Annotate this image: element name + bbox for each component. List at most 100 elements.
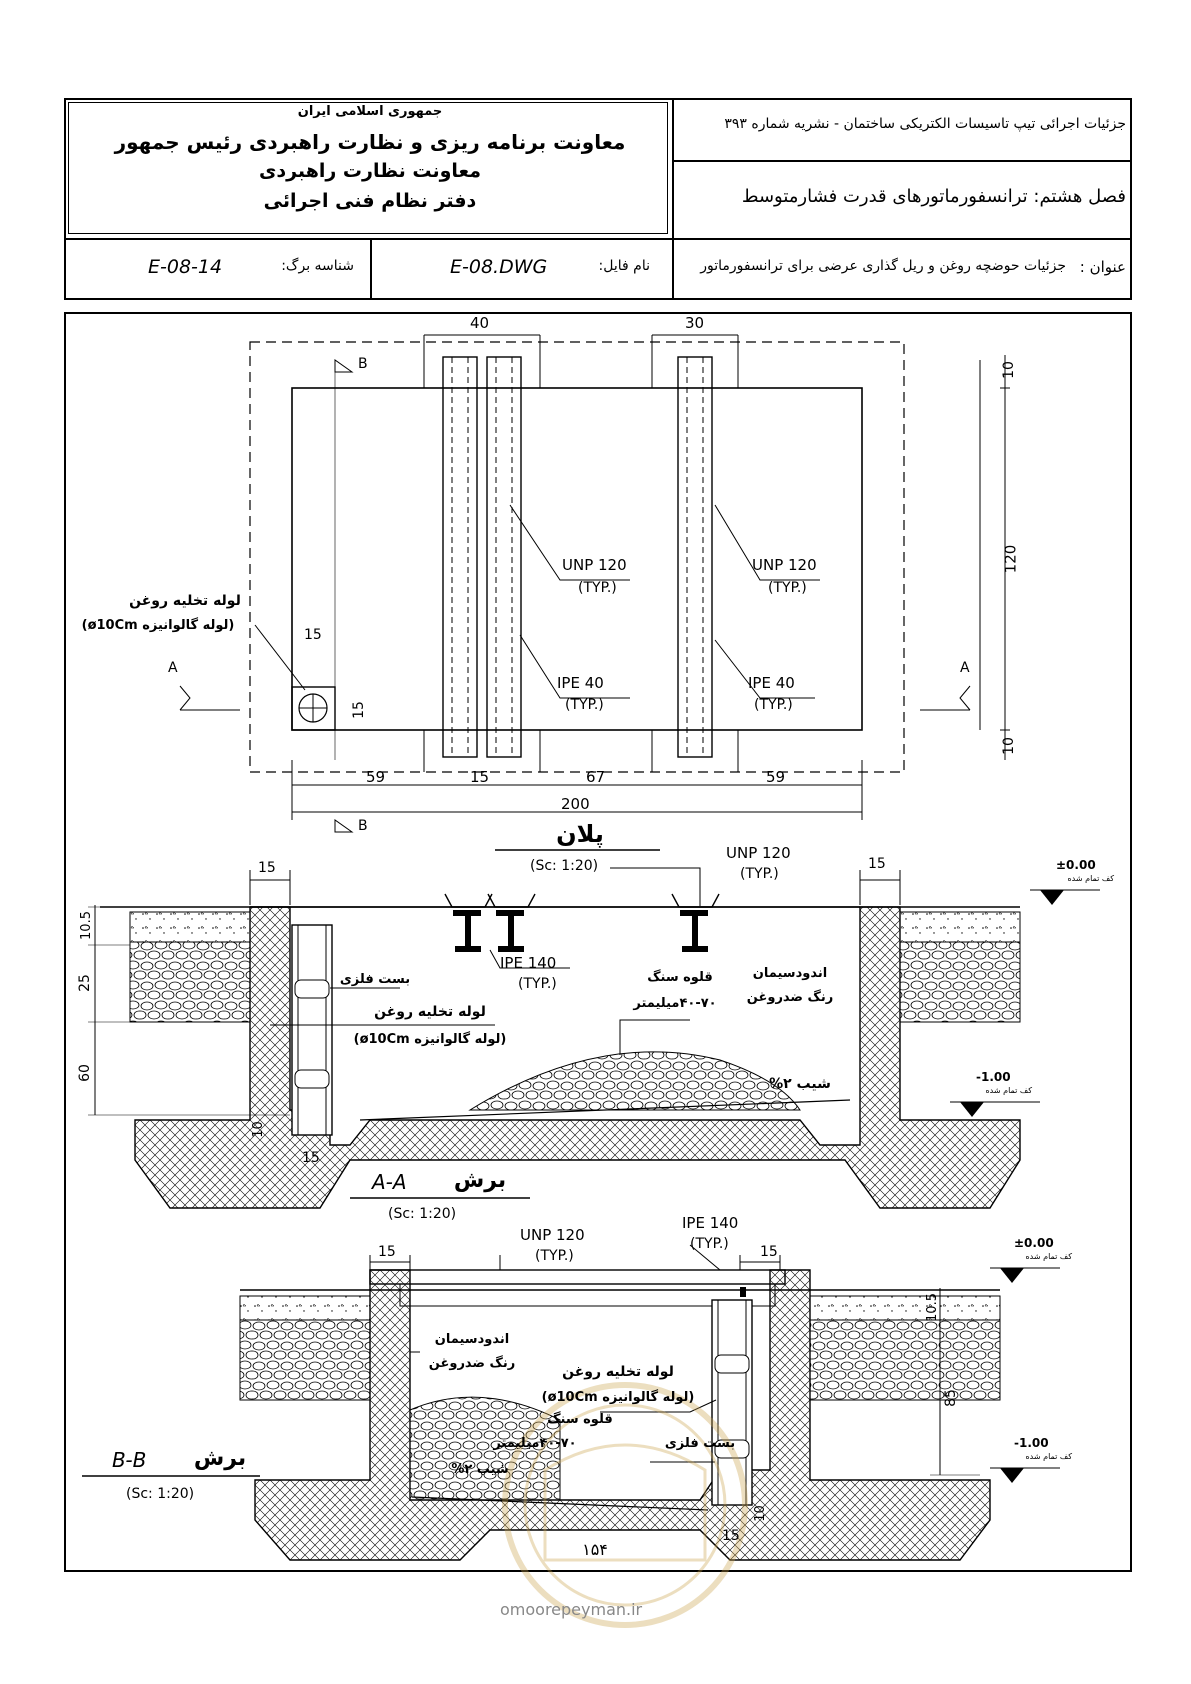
bb-dim-15-bottom: 15	[722, 1528, 740, 1544]
plan-title: پلان	[556, 820, 604, 848]
aa-level-0-note: کف تمام شده	[1067, 874, 1114, 883]
bb-unp-label: UNP 120	[520, 1226, 585, 1244]
header-divider-v	[672, 98, 674, 300]
plan-dim-30: 30	[685, 314, 705, 332]
aa-dim-60: 60	[76, 1064, 93, 1082]
aa-dim-15-right: 15	[868, 856, 886, 872]
bb-level-0: ±0.00	[1014, 1236, 1054, 1250]
plan-section-b-top: B	[358, 356, 368, 372]
bb-dim-10: 10	[752, 1505, 768, 1522]
aa-level-1-note: کف تمام شده	[985, 1086, 1032, 1095]
plan-ipe-right: IPE 40	[748, 674, 795, 692]
header-publication: جزئیات اجرائی تیپ تاسیسات الکتریکی ساختم…	[724, 116, 1126, 132]
header-inner-box	[68, 102, 668, 234]
plan-dim-59-right: 59	[766, 768, 786, 786]
drawing-frame	[64, 312, 1132, 1572]
plan-drain-title: لوله تخلیه روغن	[129, 593, 241, 609]
aa-drain-sub: (لوله گالوانیزه ø10Cm)	[353, 1032, 507, 1047]
plan-section-a-left: A	[168, 660, 178, 676]
aa-plaster-sub: رنگ ضدروغن	[746, 990, 834, 1005]
aa-ipe-typ: (TYP.)	[518, 976, 557, 992]
plan-dim-right-mid: 120	[1001, 544, 1020, 574]
plan-dim-59-left: 59	[366, 768, 386, 786]
header-republic: جمهوری اسلامی ایران	[297, 104, 443, 119]
plan-unp-right: UNP 120	[752, 556, 817, 574]
bb-plaster-sub: رنگ ضدروغن	[428, 1356, 516, 1371]
plan-section-a-right: A	[960, 660, 970, 676]
bb-dim-15-left: 15	[378, 1244, 396, 1260]
aa-title-word: برش	[453, 1168, 507, 1193]
plan-view	[179, 334, 1010, 851]
aa-stone-title: قلوه سنگ	[647, 970, 713, 985]
aa-dim-10: 10	[250, 1121, 266, 1138]
bb-drain-sub: (لوله گالوانیزه ø10Cm)	[541, 1390, 695, 1405]
bb-slope: شیب ۲%	[451, 1462, 509, 1477]
aa-level-1: -1.00	[976, 1070, 1011, 1084]
aa-scale: (Sc: 1:20)	[388, 1206, 457, 1222]
bb-title-word: برش	[193, 1446, 247, 1471]
plan-ipe-right-typ: (TYP.)	[754, 697, 793, 713]
header-sheet-value: E-08-14	[148, 256, 223, 278]
header-divider-h	[64, 238, 1132, 240]
header-deputy-supervision: معاونت نظارت راهبردی	[258, 160, 482, 182]
aa-title-code: A-A	[372, 1170, 407, 1194]
aa-dim-25: 25	[76, 974, 93, 992]
bb-plaster-title: اندودسیمان	[434, 1332, 510, 1347]
watermark-seal	[502, 1382, 748, 1628]
bb-level-1-note: کف تمام شده	[1025, 1452, 1072, 1461]
plan-dim-40: 40	[470, 314, 490, 332]
bb-stone-title: قلوه سنگ	[547, 1412, 613, 1427]
plan-ipe-left-typ: (TYP.)	[565, 697, 604, 713]
plan-section-b-bottom: B	[358, 818, 368, 834]
bb-clamp: بست فلزی	[664, 1436, 736, 1451]
aa-ipe-label: IPE 140	[500, 954, 557, 972]
header-file-value: E-08.DWG	[450, 256, 548, 278]
plan-dim-right-bottom: 10	[1000, 737, 1017, 755]
bb-ipe-label: IPE 140	[682, 1214, 739, 1232]
aa-slope: شیب ۲%	[769, 1076, 831, 1092]
section-aa-view	[88, 867, 1100, 1209]
header-divider-h-right	[672, 160, 1132, 162]
plan-ipe-left: IPE 40	[557, 674, 604, 692]
bb-drain-title: لوله تخلیه روغن	[562, 1364, 674, 1380]
plan-unp-left: UNP 120	[562, 556, 627, 574]
plan-dim-15: 15	[470, 768, 490, 786]
aa-level-0: ±0.00	[1056, 858, 1096, 872]
header-frame	[64, 98, 1132, 300]
aa-unp-label: UNP 120	[726, 844, 791, 862]
plan-scale: (Sc: 1:20)	[530, 858, 599, 874]
bb-dim-15-right: 15	[760, 1244, 778, 1260]
plan-drain-dim-w: 15	[304, 627, 322, 643]
header-title-label: عنوان :	[1079, 258, 1126, 276]
header-sheet-label: شناسه برگ:	[281, 258, 354, 274]
section-bb-view	[82, 1244, 1060, 1561]
header-deputy-planning: معاونت برنامه ریزی و نظارت راهبردی رئیس …	[114, 130, 626, 154]
plan-unp-right-typ: (TYP.)	[768, 580, 807, 596]
plan-unp-left-typ: (TYP.)	[578, 580, 617, 596]
bb-ipe-typ: (TYP.)	[690, 1236, 729, 1252]
plan-drain-sub: (لوله گالوانیزه ø10Cm)	[81, 618, 235, 633]
bb-title-code: B-B	[112, 1448, 147, 1472]
bb-level-1: -1.00	[1014, 1436, 1049, 1450]
watermark-url: omoorepeyman.ir	[500, 1600, 643, 1619]
aa-clamp: بست فلزی	[339, 972, 411, 987]
header-divider-v2	[370, 238, 372, 300]
plan-dim-200: 200	[561, 795, 590, 813]
bb-scale: (Sc: 1:20)	[126, 1486, 195, 1502]
page-number: ۱۵۴	[582, 1540, 608, 1559]
plan-drain-dim-h: 15	[350, 701, 367, 719]
header-title-value: جزئیات حوضچه روغن و ریل گذاری عرضی برای …	[700, 258, 1066, 274]
aa-dim-10-5: 10.5	[78, 911, 94, 940]
aa-plaster-title: اندودسیمان	[752, 966, 828, 981]
plan-dim-right-top: 10	[1000, 361, 1017, 379]
header-technical-office: دفتر نظام فنی اجرائی	[263, 190, 477, 212]
plan-dim-67: 67	[586, 768, 606, 786]
bb-dim-85: 85	[942, 1389, 959, 1407]
aa-stone-sub: ۴۰-۷۰میلیمتر	[633, 996, 717, 1011]
aa-dim-15-left: 15	[258, 860, 276, 876]
bb-dim-10-5: 10.5	[924, 1293, 940, 1322]
bb-level-0-note: کف تمام شده	[1025, 1252, 1072, 1261]
aa-unp-typ: (TYP.)	[740, 866, 779, 882]
aa-dim-15-bottom: 15	[302, 1150, 320, 1166]
